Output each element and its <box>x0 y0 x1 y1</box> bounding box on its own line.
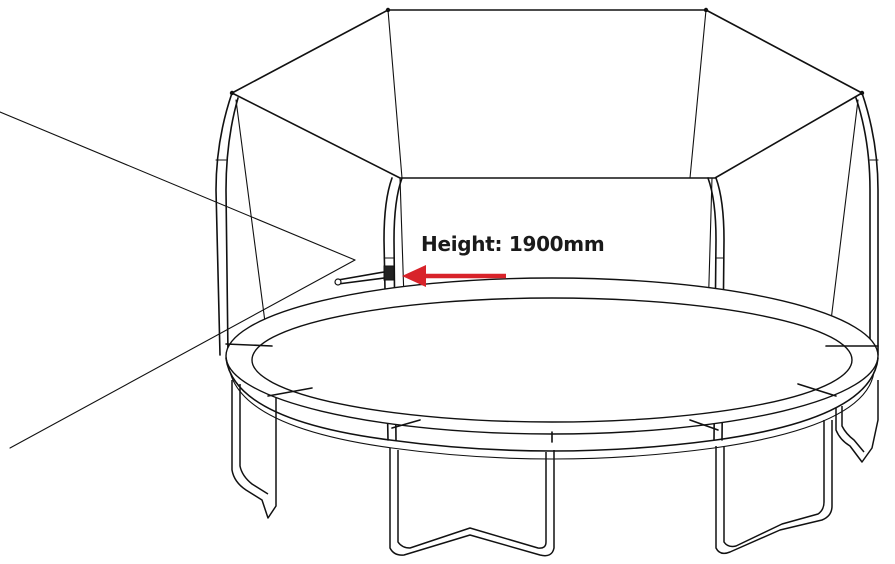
height-arrow <box>402 265 506 287</box>
enclosure-top-rope <box>229 7 865 179</box>
enclosure-poles <box>215 92 879 441</box>
zoom-callout-lines <box>0 111 356 449</box>
safety-pad-ring <box>225 277 879 460</box>
pole-connector-bracket <box>334 265 395 286</box>
trampoline-legs <box>231 380 879 557</box>
pad-seams <box>225 343 879 443</box>
height-label: Height: 1900mm <box>421 232 605 256</box>
